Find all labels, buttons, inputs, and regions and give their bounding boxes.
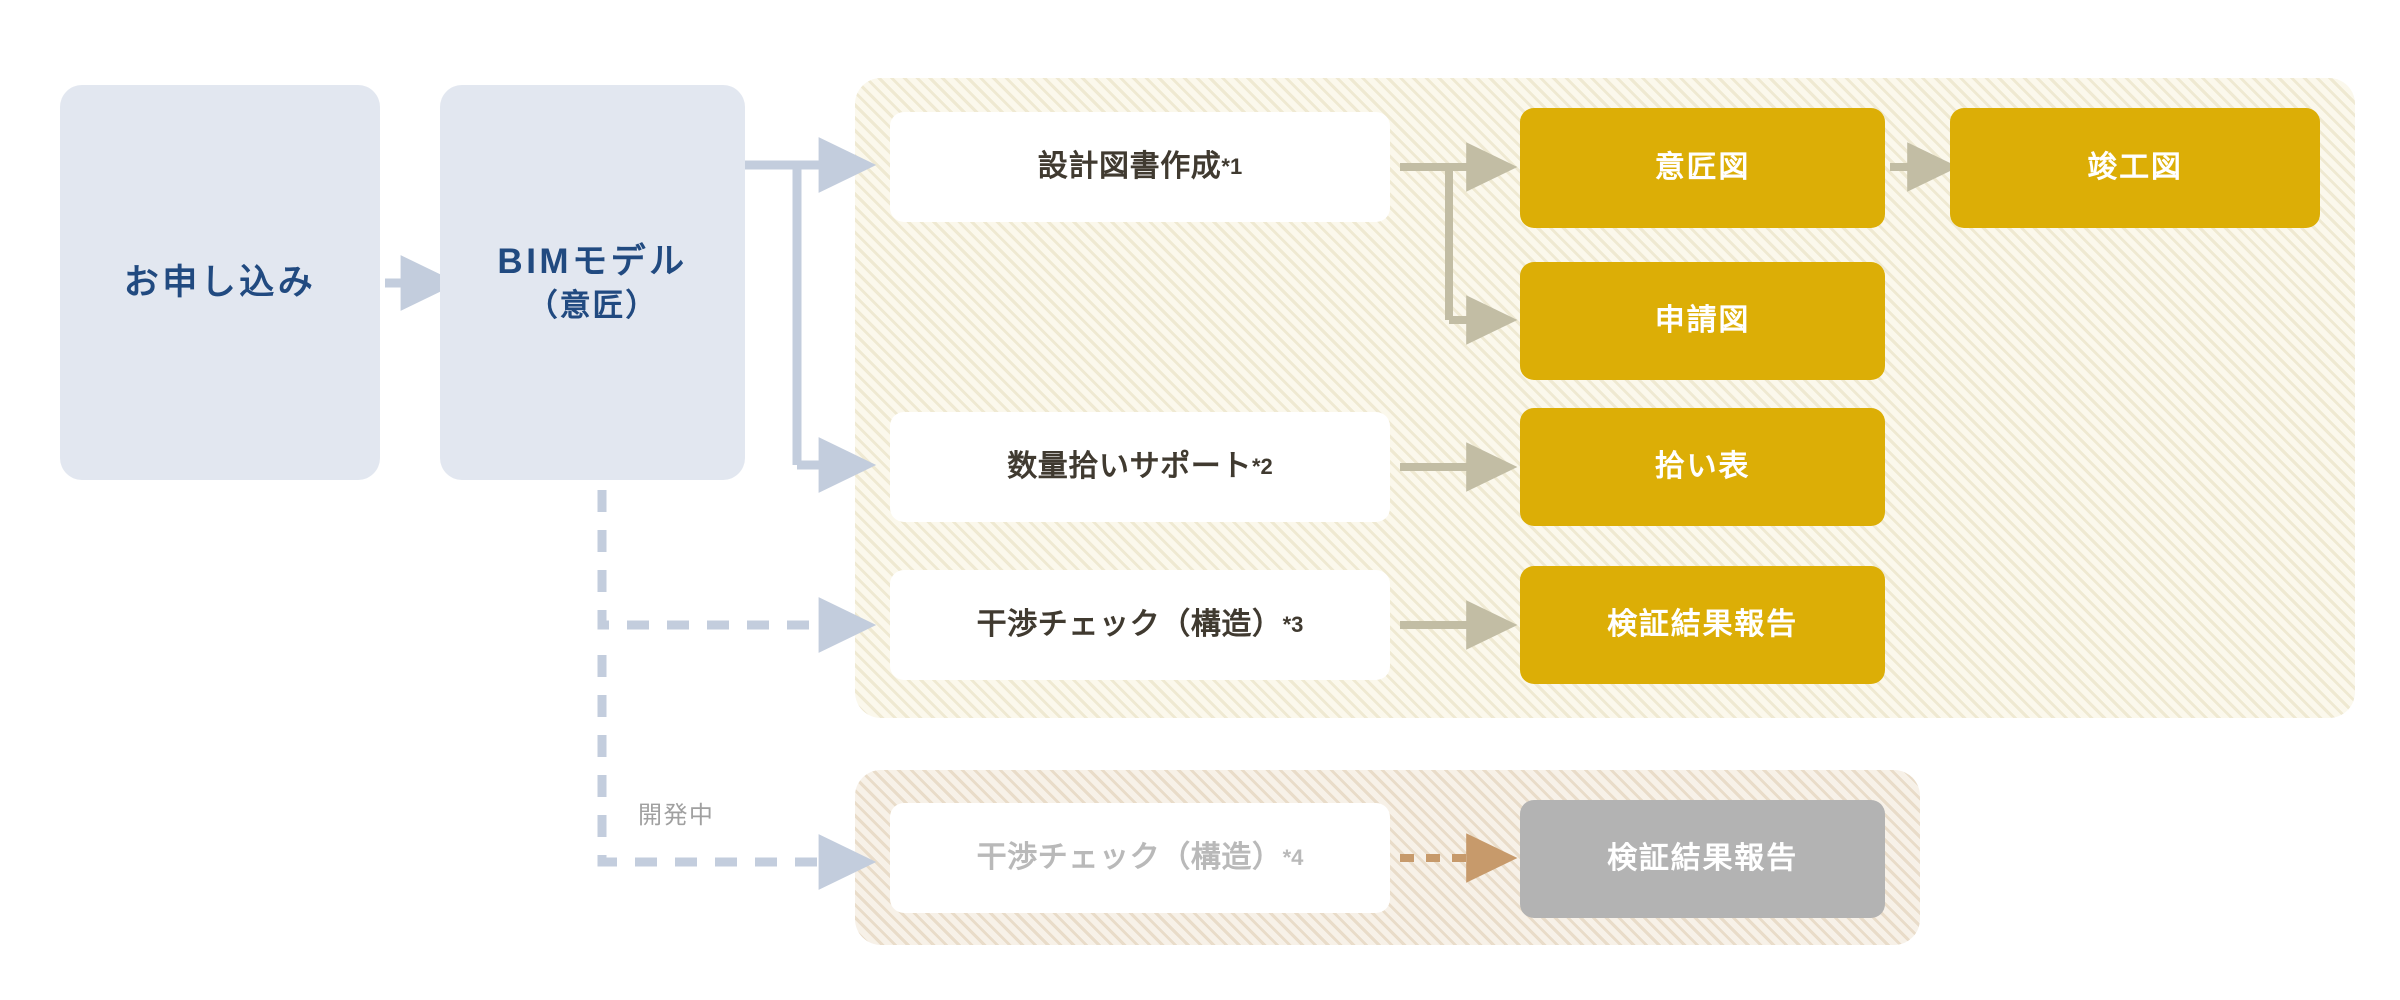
entry-label-bim-model: BIMモデル <box>497 241 688 281</box>
service-ref-drawing-creation: *1 <box>1221 154 1243 180</box>
service-label-drawing-creation: 設計図書作成 <box>1037 149 1222 183</box>
output-box-application-drawing[interactable]: 申請図 <box>1520 262 1885 380</box>
output-label-verification-report-dev: 検証結果報告 <box>1607 841 1798 875</box>
service-card-drawing-creation[interactable]: 設計図書作成*1 <box>890 112 1390 222</box>
output-box-verification-report[interactable]: 検証結果報告 <box>1520 566 1885 684</box>
output-label-as-built-drawing: 竣工図 <box>2087 150 2183 184</box>
entry-sublabel-bim-model: （意匠） <box>526 288 659 324</box>
output-label-takeoff-sheet: 拾い表 <box>1654 449 1751 483</box>
output-label-verification-report: 検証結果報告 <box>1607 607 1798 641</box>
service-label-clash-check-3: 干渉チェック（構造） <box>976 607 1283 641</box>
output-box-as-built-drawing[interactable]: 竣工図 <box>1950 108 2320 228</box>
output-box-verification-report-dev[interactable]: 検証結果報告 <box>1520 800 1885 918</box>
output-label-design-drawing: 意匠図 <box>1654 150 1751 184</box>
service-label-clash-check-4: 干渉チェック（構造） <box>976 840 1283 874</box>
service-card-quantity-support[interactable]: 数量拾いサポート*2 <box>890 412 1390 522</box>
entry-label-application: お申し込み <box>123 262 317 302</box>
service-ref-quantity-support: *2 <box>1252 454 1273 480</box>
arrow-bim-to-clash3 <box>597 490 877 653</box>
output-label-application-drawing: 申請図 <box>1654 303 1751 337</box>
service-card-clash-check-4[interactable]: 干渉チェック（構造）*4 <box>890 803 1390 913</box>
service-card-clash-check-3[interactable]: 干渉チェック（構造）*3 <box>890 570 1390 680</box>
service-ref-clash-check-4: *4 <box>1282 845 1304 871</box>
arrow-bim-to-clash4 <box>597 655 877 890</box>
output-box-design-drawing[interactable]: 意匠図 <box>1520 108 1885 228</box>
service-ref-clash-check-3: *3 <box>1282 612 1304 638</box>
arrow-bim-branch <box>745 137 877 493</box>
entry-box-bim-model[interactable]: BIMモデル （意匠） <box>440 85 745 480</box>
service-label-quantity-support: 数量拾いサポート <box>1007 449 1252 483</box>
output-box-takeoff-sheet[interactable]: 拾い表 <box>1520 408 1885 526</box>
caption-in-development: 開発中 <box>638 802 715 829</box>
entry-box-application[interactable]: お申し込み <box>60 85 380 480</box>
